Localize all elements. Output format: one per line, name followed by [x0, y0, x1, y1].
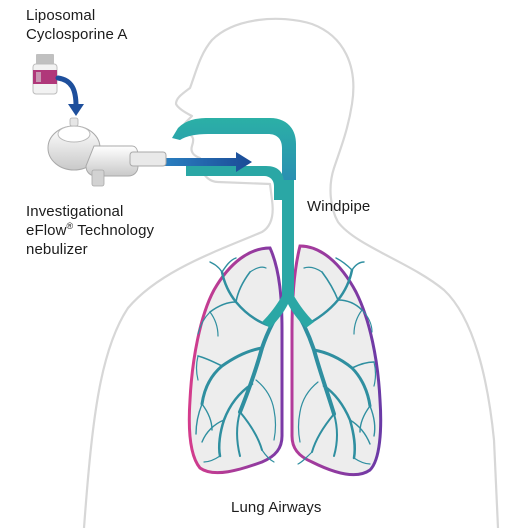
windpipe-label: Windpipe	[307, 197, 370, 216]
drug-label-line1: Liposomal	[26, 6, 127, 25]
nebulizer-label-eflow: eFlow	[26, 222, 67, 239]
nebulizer-label-line3: nebulizer	[26, 240, 154, 259]
lung-airways-label: Lung Airways	[231, 498, 321, 517]
drug-label: Liposomal Cyclosporine A	[26, 6, 127, 44]
drug-label-line2: Cyclosporine A	[26, 25, 127, 44]
nebulizer-label-line2: eFlow® Technology	[26, 221, 154, 240]
vial-to-nebulizer-arrow	[58, 78, 76, 106]
nebulizer-label: Investigational eFlow® Technology nebuli…	[26, 202, 154, 259]
nebulizer-device-icon	[48, 118, 166, 186]
nebulizer-label-line1: Investigational	[26, 202, 154, 221]
vial-icon	[33, 54, 57, 94]
nebulizer-label-technology: Technology	[73, 222, 154, 239]
